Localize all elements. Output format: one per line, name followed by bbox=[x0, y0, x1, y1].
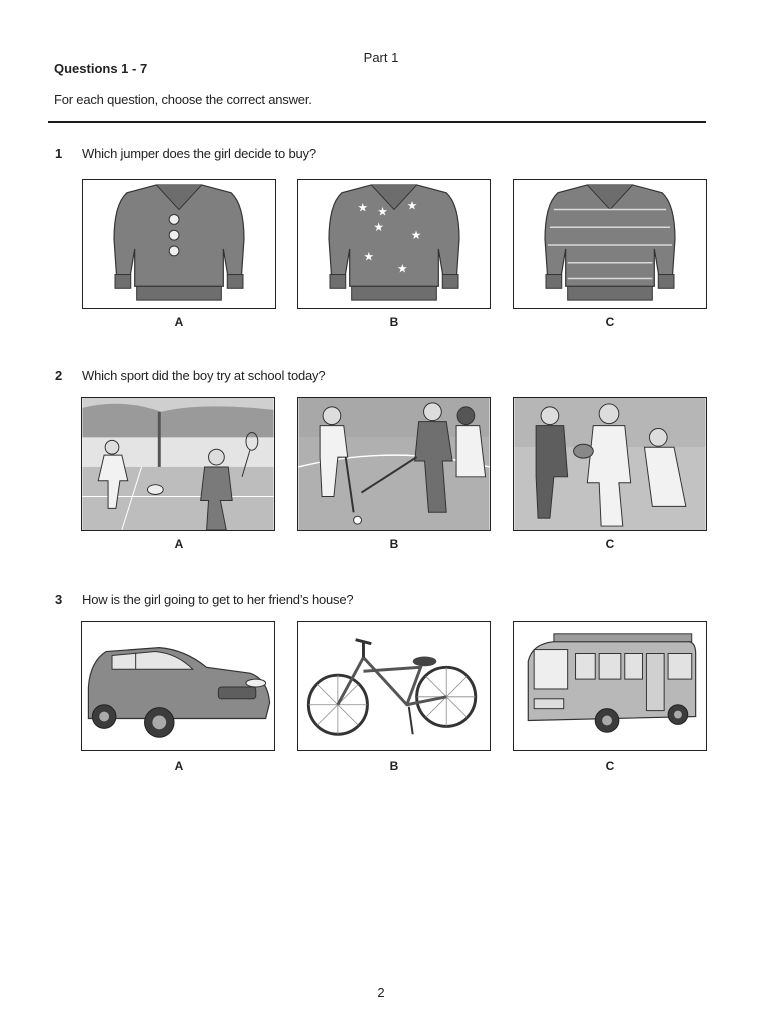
option-3a-image[interactable] bbox=[81, 621, 275, 751]
option-1c-image[interactable] bbox=[513, 179, 707, 309]
option-letter: A bbox=[174, 315, 184, 329]
svg-text:★: ★ bbox=[411, 228, 422, 242]
svg-text:★: ★ bbox=[377, 204, 388, 218]
option-letter: B bbox=[389, 759, 399, 773]
option-2c-image[interactable] bbox=[513, 397, 707, 531]
questions-range: Questions 1 - 7 bbox=[54, 61, 148, 76]
jumper-with-buttons-icon bbox=[113, 184, 245, 301]
svg-text:★: ★ bbox=[363, 250, 374, 264]
svg-text:★: ★ bbox=[397, 262, 408, 276]
question-text: How is the girl going to get to her frie… bbox=[82, 592, 354, 607]
option-letter: A bbox=[174, 537, 184, 551]
part-title: Part 1 bbox=[363, 50, 399, 65]
option-letter: B bbox=[389, 537, 399, 551]
option-letter: C bbox=[605, 537, 615, 551]
option-letter: C bbox=[605, 315, 615, 329]
question-text: Which jumper does the girl decide to buy… bbox=[82, 146, 316, 161]
option-1a-image[interactable] bbox=[82, 179, 276, 309]
option-letter: C bbox=[605, 759, 615, 773]
option-letter: B bbox=[389, 315, 399, 329]
car-icon bbox=[87, 647, 271, 738]
page-number: 2 bbox=[377, 985, 385, 1000]
option-1b-image[interactable]: ★ ★ ★ ★ ★ ★ ★ bbox=[297, 179, 491, 309]
divider bbox=[48, 121, 706, 123]
bicycle-icon bbox=[306, 638, 478, 736]
option-3c-image[interactable] bbox=[513, 621, 707, 751]
question-text: Which sport did the boy try at school to… bbox=[82, 368, 326, 383]
option-2a-image[interactable] bbox=[81, 397, 275, 531]
instructions: For each question, choose the correct an… bbox=[54, 92, 312, 107]
option-letter: A bbox=[174, 759, 184, 773]
svg-text:★: ★ bbox=[358, 201, 369, 215]
hockey-scene-icon bbox=[298, 398, 490, 530]
rugby-scene-icon bbox=[514, 398, 706, 530]
question-number: 3 bbox=[55, 592, 63, 607]
option-2b-image[interactable] bbox=[297, 397, 491, 531]
option-3b-image[interactable] bbox=[297, 621, 491, 751]
question-number: 2 bbox=[55, 368, 63, 383]
jumper-with-stars-icon: ★ ★ ★ ★ ★ ★ ★ bbox=[328, 184, 460, 301]
badminton-scene-icon bbox=[82, 398, 274, 530]
jumper-with-stripes-icon bbox=[544, 184, 676, 301]
svg-text:★: ★ bbox=[373, 220, 384, 234]
svg-text:★: ★ bbox=[407, 199, 418, 213]
bus-icon bbox=[527, 633, 697, 733]
question-number: 1 bbox=[55, 146, 63, 161]
